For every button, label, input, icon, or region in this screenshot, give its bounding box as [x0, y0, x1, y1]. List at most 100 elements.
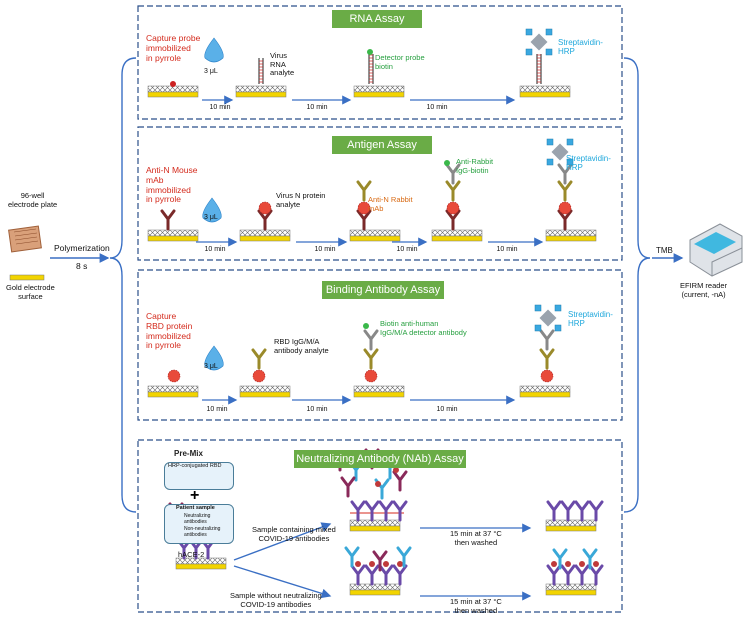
antigen-n-protein-3 [357, 201, 371, 215]
nab-wash-2-label: 15 min at 37 °C then washed [450, 597, 502, 615]
nab-header: Neutralizing Antibody (NAb) Assay [294, 450, 466, 468]
plate-label: 96-well electrode plate [8, 191, 58, 209]
antigen-capture-label: Anti-N Mouse mAb immobilized in pyrrole [146, 165, 198, 205]
nab-non-neutralizing-label: Non-neutralizing antibodies [184, 526, 221, 538]
antigen-mouse-mab-2 [257, 209, 273, 231]
nab-rbd-without-2 [383, 561, 389, 567]
nab-electrode-without-after-gold [545, 589, 597, 596]
rna-streptavidin-hrp-subunit-0 [525, 28, 533, 36]
nab-panel [137, 439, 623, 613]
rna-electrode-2-mesh [235, 85, 287, 93]
nab-arrow-mixed [233, 522, 332, 561]
binding-electrode-3-gold [353, 391, 405, 398]
binding-streptavidin-hrp [539, 309, 557, 327]
binding-step-3: 10 min [436, 406, 458, 413]
nab-mix-antibody-6 [392, 470, 408, 492]
nab-receptor-mixed-2 [378, 500, 394, 522]
antigen-electrode-2-gold [239, 235, 291, 242]
antigen-streptavidin-hrp-subunit-2 [546, 158, 554, 166]
nab-receptor-after-2 [574, 500, 590, 522]
binding-rbd-4 [540, 369, 554, 383]
reader-label: EFIRM reader (current, -nA) [680, 281, 728, 299]
binding-step-1: 10 min [206, 406, 228, 413]
efirm-reader-image [689, 223, 743, 277]
nab-arrow-without [233, 565, 332, 599]
nab-neutralizing-label: Neutralizing antibodies [184, 513, 211, 525]
rna-analyte-label: Virus RNA analyte [270, 51, 295, 78]
rna-step-1: 10 min [209, 104, 231, 111]
rna-streptavidin-hrp-subunit-2 [525, 48, 533, 56]
antigen-electrode-1-gold [147, 235, 199, 242]
nab-mixed-label: Sample containing mixed COVID-19 antibod… [252, 525, 336, 543]
rna-electrode-3-mesh [353, 85, 405, 93]
binding-hrp-label: Streptavidin- HRP [568, 310, 613, 329]
binding-analyte-label: RBD IgG/M/A antibody analyte [274, 337, 329, 355]
nab-receptor-without-after-2 [574, 564, 590, 586]
binding-biotin-3 [363, 323, 369, 329]
nab-plus-sign: + [190, 487, 200, 504]
nab-hrp-rbd-box [164, 462, 234, 490]
nab-receptor-without-after-3 [588, 564, 604, 586]
antigen-panel [137, 126, 623, 261]
binding-rbd-3 [364, 369, 378, 383]
binding-electrode-2-mesh [239, 385, 291, 393]
antigen-analyte-label: Virus N protein analyte [276, 191, 326, 209]
antigen-electrode-5-gold [545, 235, 597, 242]
nab-free-antibody-1 [372, 550, 388, 572]
antigen-mouse-mab-1 [160, 209, 176, 231]
binding-electrode-3-mesh [353, 385, 405, 393]
antigen-electrode-2-mesh [239, 229, 291, 237]
gold-electrode-icon [9, 274, 45, 281]
binding-detector-label: Biotin anti-human IgG/M/A detector antib… [380, 319, 467, 337]
binding-igg-4 [539, 348, 555, 370]
antigen-electrode-5-mesh [545, 229, 597, 237]
nab-receptor-after-0 [546, 500, 562, 522]
antigen-biotin-label: Anti-Rabbit IgG-biotin [456, 157, 494, 175]
nab-receptor-without-3 [392, 564, 408, 586]
antigen-step-1: 10 min [204, 246, 226, 253]
gold-electrode-label: Gold electrode surface [6, 283, 55, 301]
nab-mix-antibody-4 [340, 476, 356, 498]
binding-igg-2 [251, 348, 267, 370]
rna-capture-label: Capture probe immobilized in pyrrole [146, 33, 201, 63]
binding-streptavidin-hrp-subunit-3 [554, 324, 562, 332]
nab-mix-rbd-1 [375, 481, 381, 487]
antigen-streptavidin-hrp-subunit-0 [546, 138, 554, 146]
rna-streptavidin-hrp-subunit-1 [545, 28, 553, 36]
binding-electrode-4-mesh [519, 385, 571, 393]
rna-strand-3 [368, 54, 374, 84]
nab-receptor-mixed-0 [350, 500, 366, 522]
binding-drop [204, 345, 224, 371]
tmb-label: TMB [656, 246, 673, 255]
nab-rbd-without-after-3 [593, 561, 599, 567]
binding-electrode-1-gold [147, 391, 199, 398]
antigen-n-protein-4 [446, 201, 460, 215]
rna-header: RNA Assay [332, 10, 422, 28]
rna-electrode-4-mesh [519, 85, 571, 93]
nab-receptor-after-1 [560, 500, 576, 522]
rna-panel [137, 5, 623, 120]
binding-header: Binding Antibody Assay [322, 281, 444, 299]
antigen-rabbit-mab-4 [445, 180, 461, 202]
nab-rbd-without-1 [369, 561, 375, 567]
rna-detector-label: Detector probe biotin [375, 53, 425, 71]
nab-electrode-without-gold [349, 589, 401, 596]
nab-free-antibody-2 [396, 546, 412, 568]
rna-electrode-3-gold [353, 91, 405, 98]
antigen-n-protein-2 [258, 201, 272, 215]
antigen-mouse-mab-5 [557, 209, 573, 231]
rna-streptavidin-hrp-subunit-3 [545, 48, 553, 56]
nab-hace2-electrode-gold [175, 563, 227, 570]
antigen-hrp-label: Streptavidin- HRP [566, 154, 611, 173]
nab-bound-antibody-after-0 [552, 548, 568, 570]
binding-igg-3 [363, 348, 379, 370]
nab-bound-antibody-after-1 [582, 548, 598, 570]
antigen-step-3: 10 min [396, 246, 418, 253]
rna-electrode-2-gold [235, 91, 287, 98]
rna-strand-2 [258, 58, 264, 84]
binding-streptavidin-hrp-subunit-1 [554, 304, 562, 312]
nab-hrp-rbd-label: HRP-conjugated RBD [168, 463, 222, 469]
nab-electrode-mixed-after-gold [545, 525, 597, 532]
rna-drop [204, 37, 224, 63]
antigen-drop [202, 197, 222, 223]
